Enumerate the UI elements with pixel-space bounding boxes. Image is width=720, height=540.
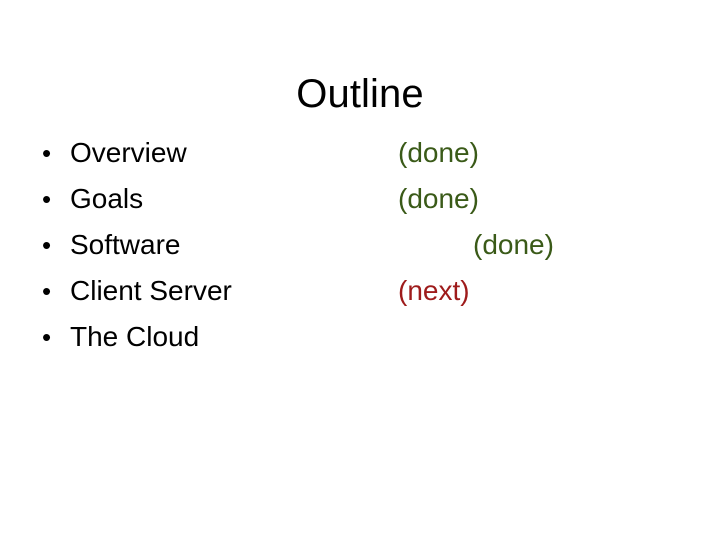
list-item-label: Client Server xyxy=(70,275,232,306)
bullet-icon: • xyxy=(42,322,52,352)
list-item-label: Goals xyxy=(70,183,144,214)
list-item: • Overview (done) xyxy=(0,130,720,176)
bullet-icon: • xyxy=(42,138,52,168)
list-item: • Client Server (next) xyxy=(0,268,720,314)
list-item: • Software (done) xyxy=(0,222,720,268)
page-title: Outline xyxy=(296,71,424,116)
status-badge: (done) xyxy=(398,183,479,214)
status-badge: (next) xyxy=(398,275,470,306)
status-badge: (done) xyxy=(473,229,554,260)
bullet-icon: • xyxy=(42,276,52,306)
list-item-label: Software xyxy=(70,229,181,260)
list-item: • The Cloud xyxy=(0,314,720,360)
bullet-icon: • xyxy=(42,184,52,214)
bullet-icon: • xyxy=(42,230,52,260)
outline-list: • Overview (done) • Goals (done) • Software (don… xyxy=(0,130,720,360)
list-item: • Goals (done) xyxy=(0,176,720,222)
status-badge: (done) xyxy=(398,137,479,168)
list-item-label: Overview xyxy=(70,137,187,168)
list-item-label: The Cloud xyxy=(70,321,200,352)
